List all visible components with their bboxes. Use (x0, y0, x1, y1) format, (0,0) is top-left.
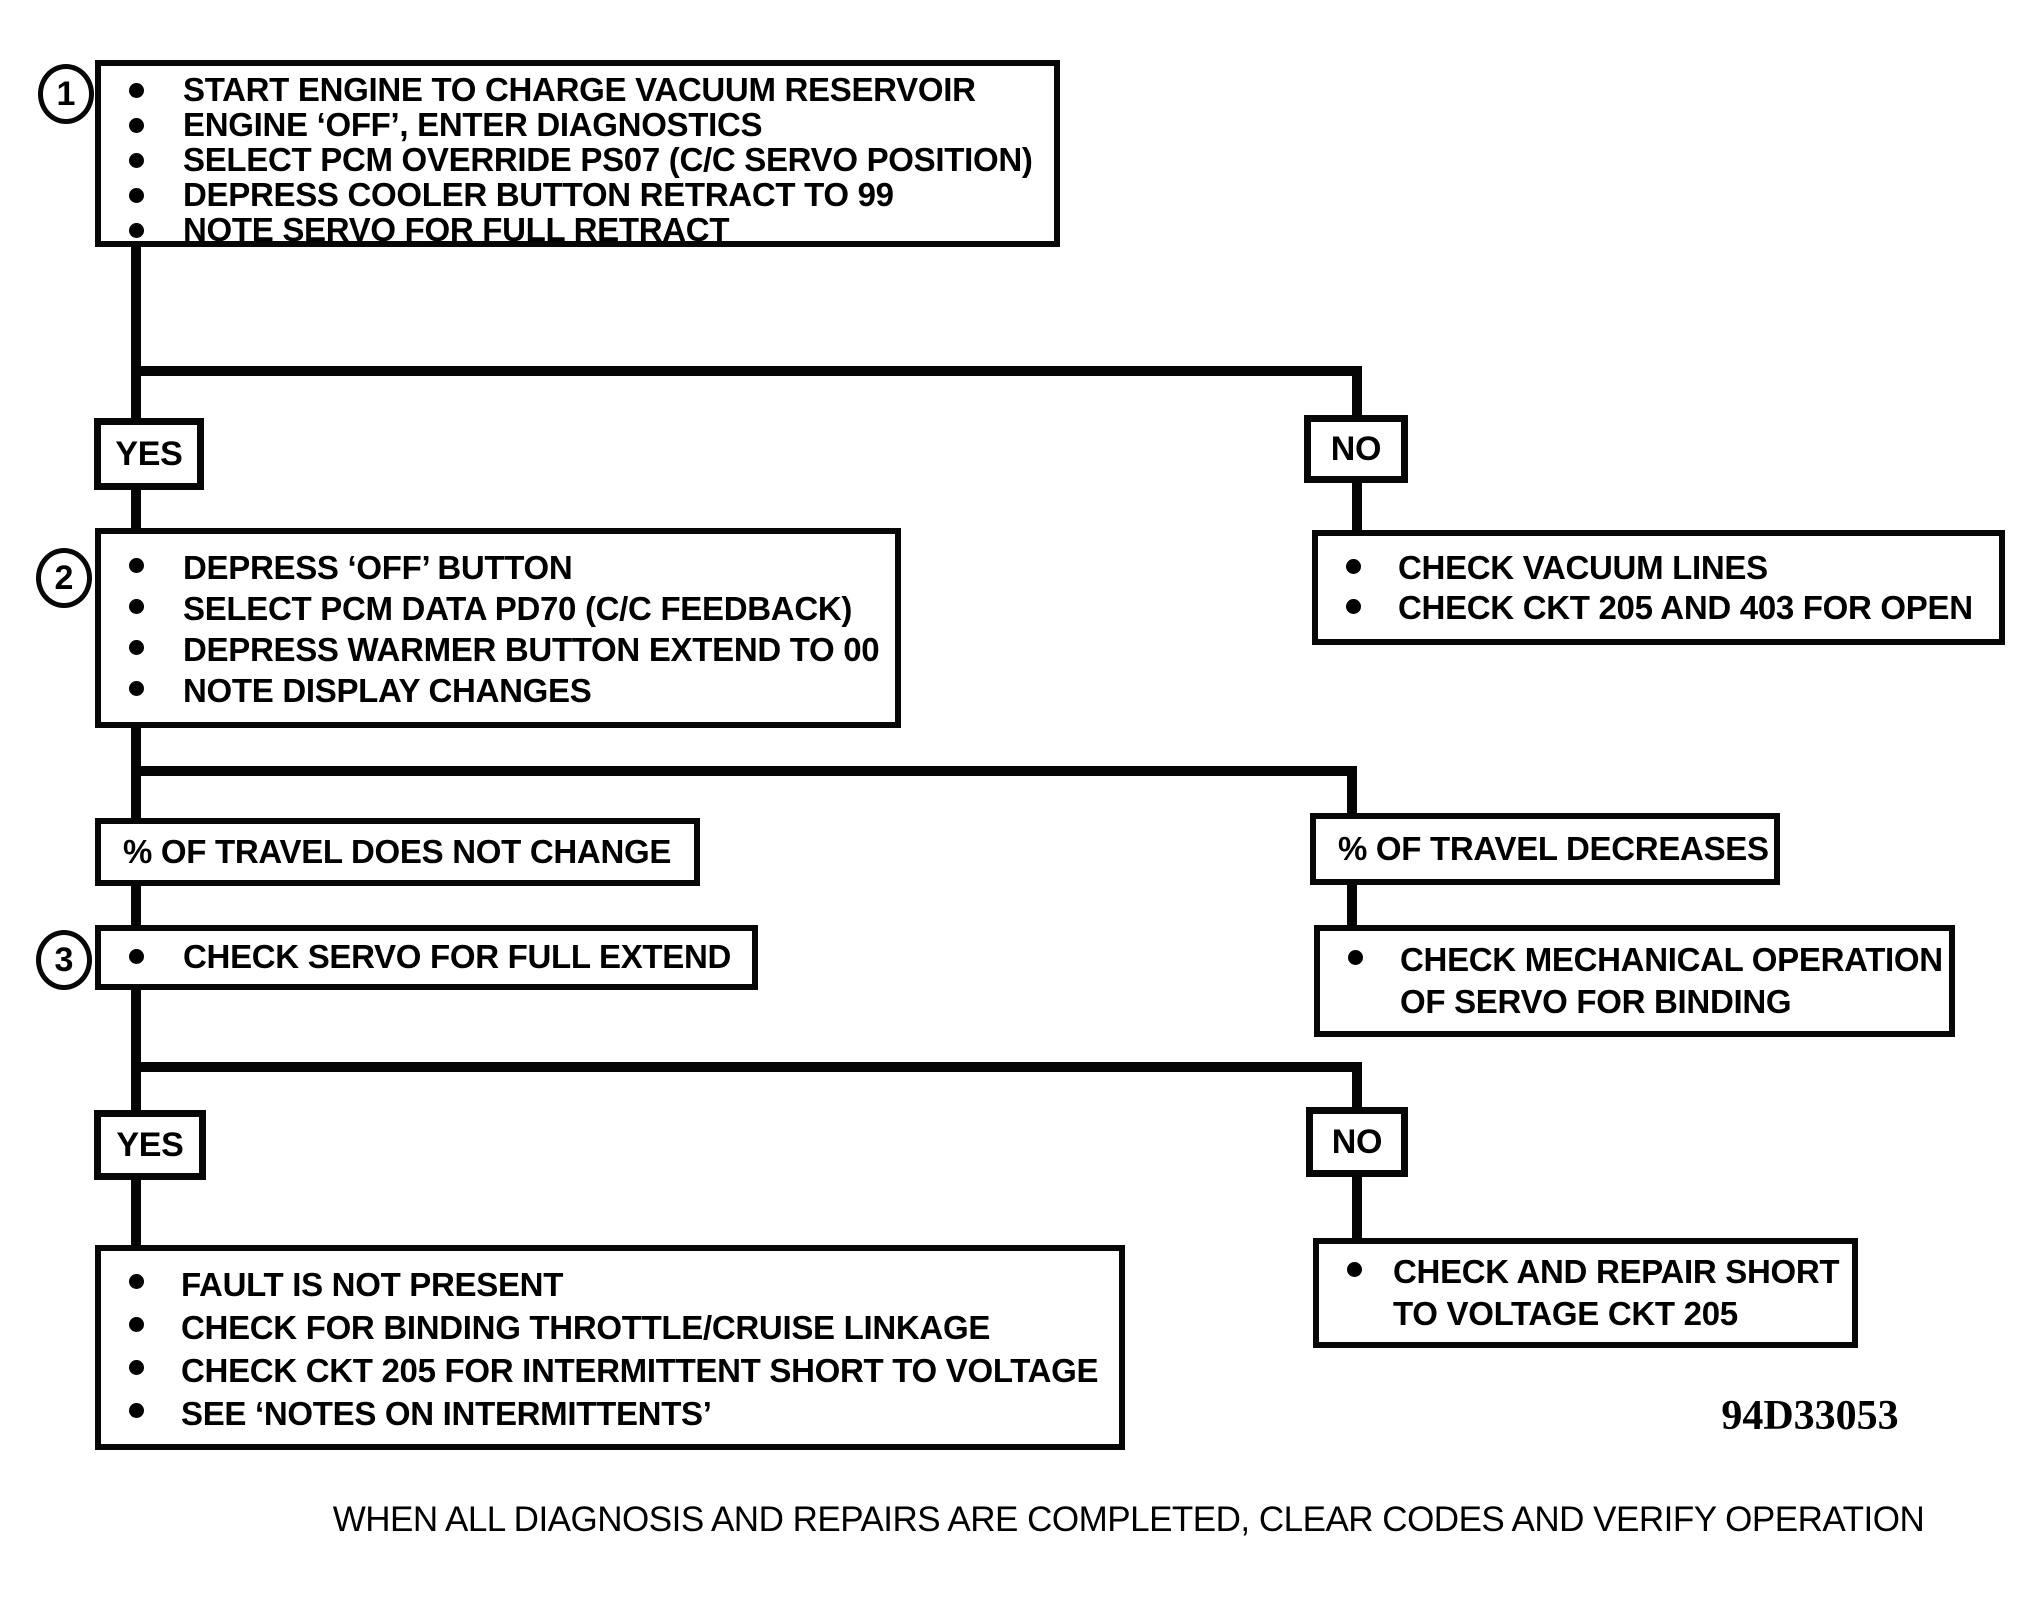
step-number-1-label: 1 (56, 74, 76, 113)
travel-decreases-box: % OF TRAVEL DECREASES (1310, 813, 1780, 885)
connector-branch2-horizontal (131, 766, 1357, 776)
branch1-yes-label: YES (115, 434, 183, 473)
repair-short-box: CHECK AND REPAIR SHORT TO VOLTAGE CKT 20… (1313, 1238, 1858, 1348)
step2-bullet-list: DEPRESS ‘OFF’ BUTTON SELECT PCM DATA PD7… (101, 547, 895, 711)
bullet-item: NOTE SERVO FOR FULL RETRACT (101, 212, 1054, 247)
connector-yes1-down (131, 490, 141, 528)
step-number-1: 1 (38, 64, 94, 124)
step2-box: DEPRESS ‘OFF’ BUTTON SELECT PCM DATA PD7… (95, 528, 901, 728)
branch1-yes-box: YES (94, 418, 204, 490)
step-number-3: 3 (36, 930, 92, 990)
connector-step1-down (131, 247, 141, 418)
vacuum-check-bullet-list: CHECK VACUUM LINES CHECK CKT 205 AND 403… (1318, 548, 1999, 628)
connector-branch3-no-down (1352, 1062, 1362, 1108)
bullet-item: DEPRESS ‘OFF’ BUTTON (101, 547, 895, 588)
connector-no2-down (1352, 1177, 1362, 1238)
bullet-item: CHECK CKT 205 FOR INTERMITTENT SHORT TO … (101, 1349, 1119, 1392)
step3-box: CHECK SERVO FOR FULL EXTEND (95, 925, 758, 990)
bullet-item: CHECK CKT 205 AND 403 FOR OPEN (1318, 588, 1999, 628)
branch2-no-label: NO (1331, 1122, 1383, 1161)
bullet-item: CHECK FOR BINDING THROTTLE/CRUISE LINKAG… (101, 1306, 1119, 1349)
travel-decreases-label: % OF TRAVEL DECREASES (1338, 830, 1769, 867)
connector-yes2-down (131, 1180, 141, 1245)
branch2-yes-label: YES (116, 1125, 184, 1164)
branch1-no-box: NO (1304, 415, 1408, 483)
travel-no-change-label: % OF TRAVEL DOES NOT CHANGE (123, 833, 672, 870)
step1-box: START ENGINE TO CHARGE VACUUM RESERVOIR … (95, 60, 1060, 247)
bullet-item: START ENGINE TO CHARGE VACUUM RESERVOIR (101, 72, 1054, 107)
branch2-yes-box: YES (94, 1110, 206, 1180)
bullet-item: ENGINE ‘OFF’, ENTER DIAGNOSTICS (101, 107, 1054, 142)
bullet-item: SELECT PCM OVERRIDE PS07 (C/C SERVO POSI… (101, 142, 1054, 177)
mechanical-check-box: CHECK MECHANICAL OPERATION OF SERVO FOR … (1314, 925, 1955, 1037)
connector-branch2-right-down (1347, 766, 1357, 813)
figure-code: 94D33053 (1721, 1393, 1899, 1439)
repair-short-bullet-list: CHECK AND REPAIR SHORT TO VOLTAGE CKT 20… (1319, 1251, 1852, 1335)
bullet-item: CHECK MECHANICAL OPERATION OF SERVO FOR … (1320, 939, 1949, 1023)
connector-branch1-no-down (1352, 366, 1362, 418)
bullet-item: CHECK VACUUM LINES (1318, 548, 1999, 588)
connector-no1-down (1352, 483, 1362, 530)
bullet-item: DEPRESS WARMER BUTTON EXTEND TO 00 (101, 629, 895, 670)
fault-check-bullet-list: FAULT IS NOT PRESENT CHECK FOR BINDING T… (101, 1263, 1119, 1435)
step-number-2: 2 (36, 548, 92, 608)
bullet-item: SEE ‘NOTES ON INTERMITTENTS’ (101, 1392, 1119, 1435)
bullet-item: NOTE DISPLAY CHANGES (101, 670, 895, 711)
step-number-2-label: 2 (54, 558, 74, 597)
branch1-no-label: NO (1330, 429, 1382, 468)
step1-bullet-list: START ENGINE TO CHARGE VACUUM RESERVOIR … (101, 72, 1054, 247)
step-number-3-label: 3 (54, 940, 74, 979)
connector-branch3-horizontal (131, 1062, 1362, 1072)
footer-note: WHEN ALL DIAGNOSIS AND REPAIRS ARE COMPL… (332, 1500, 1925, 1539)
step3-bullet-list: CHECK SERVO FOR FULL EXTEND (101, 931, 752, 982)
branch2-no-box: NO (1306, 1107, 1408, 1177)
bullet-item: SELECT PCM DATA PD70 (C/C FEEDBACK) (101, 588, 895, 629)
bullet-item: CHECK AND REPAIR SHORT TO VOLTAGE CKT 20… (1319, 1251, 1852, 1335)
connector-branch1-horizontal (131, 366, 1362, 376)
connector-step3-down (131, 990, 141, 1110)
fault-check-box: FAULT IS NOT PRESENT CHECK FOR BINDING T… (95, 1245, 1125, 1450)
mechanical-check-bullet-list: CHECK MECHANICAL OPERATION OF SERVO FOR … (1320, 939, 1949, 1023)
connector-traveldec-down (1347, 885, 1357, 925)
bullet-item: DEPRESS COOLER BUTTON RETRACT TO 99 (101, 177, 1054, 212)
travel-no-change-box: % OF TRAVEL DOES NOT CHANGE (95, 818, 700, 886)
vacuum-check-box: CHECK VACUUM LINES CHECK CKT 205 AND 403… (1312, 530, 2005, 645)
bullet-item: FAULT IS NOT PRESENT (101, 1263, 1119, 1306)
bullet-item: CHECK SERVO FOR FULL EXTEND (101, 931, 752, 982)
